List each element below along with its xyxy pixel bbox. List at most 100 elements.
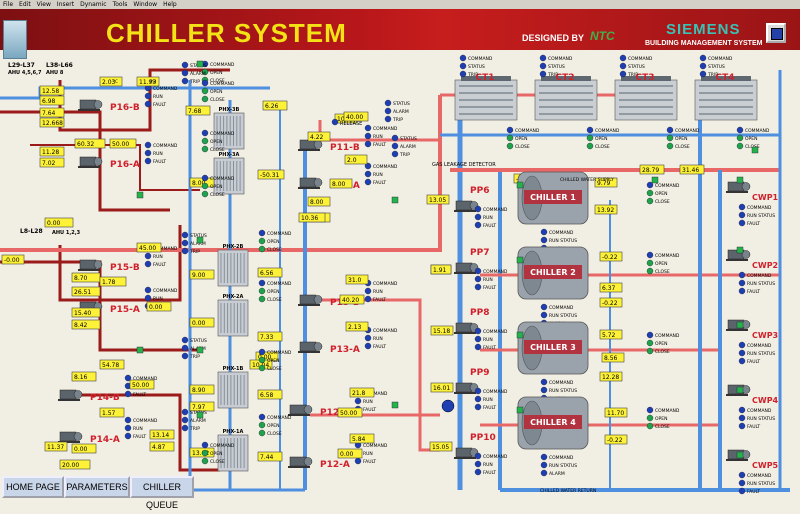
status-indicator: [201, 182, 209, 190]
status-label: RUN STATUS: [747, 416, 775, 422]
pump-base-icon: [78, 269, 100, 271]
value-box: [257, 389, 283, 400]
status-label: FAULT: [483, 345, 496, 351]
value-reading: 40.20: [342, 297, 359, 304]
status-label: CLOSE: [515, 144, 530, 150]
pump-icon: [59, 389, 77, 400]
value-reading: 7.44: [260, 454, 274, 461]
status-label: FAULT: [373, 180, 386, 186]
status-label: COMMAND: [483, 269, 508, 275]
green-status-square: [136, 191, 144, 199]
status-indicator: [258, 279, 266, 287]
status-label: STATUS: [190, 338, 207, 344]
status-indicator: [666, 134, 674, 142]
area-label: L8-L28: [20, 228, 43, 235]
value-box: [189, 269, 215, 280]
pump-base-icon: [58, 399, 80, 401]
status-label: COMMAND: [549, 455, 574, 461]
status-label: COMMAND: [747, 473, 772, 479]
parameters-button[interactable]: PARAMETERS: [64, 476, 130, 498]
value-box: [599, 329, 623, 340]
menu-tools[interactable]: Tools: [112, 1, 128, 8]
menu-view[interactable]: View: [36, 1, 51, 8]
chw-return-label: CHILLED WATER RETURN: [540, 488, 596, 494]
menu-window[interactable]: Window: [133, 1, 158, 8]
menu-file[interactable]: File: [3, 1, 14, 8]
graphic-toggle-button[interactable]: [766, 23, 786, 43]
value-reading: 21.8: [352, 390, 366, 397]
status-indicator: [364, 124, 372, 132]
pump-motor-icon: [303, 405, 313, 414]
green-status-square: [516, 256, 524, 264]
status-label: COMMAND: [675, 128, 700, 134]
cw-pump-label: CWP3: [752, 331, 778, 340]
status-indicator: [181, 239, 189, 247]
status-label: TRIP: [547, 72, 558, 78]
pump-motor-icon: [93, 260, 103, 269]
status-label: COMMAND: [133, 418, 158, 424]
menu-help[interactable]: Help: [163, 1, 177, 8]
status-indicator: [181, 247, 189, 255]
status-indicator: [124, 416, 132, 424]
status-label: OPEN: [267, 358, 279, 364]
value-reading: 8.00: [332, 181, 346, 188]
status-label: COMMAND: [548, 56, 573, 62]
status-label: COMMAND: [153, 143, 178, 149]
menu-dynamic[interactable]: Dynamic: [80, 1, 107, 8]
menu-insert[interactable]: Insert: [56, 1, 75, 8]
menu-edit[interactable]: Edit: [19, 1, 31, 8]
pump-base-icon: [454, 272, 476, 274]
tower-fan-deck: [541, 76, 591, 81]
value-reading: 8.42: [74, 322, 88, 329]
status-indicator: [474, 327, 482, 335]
value-box: [430, 325, 454, 336]
value-reading: 5.84: [352, 436, 366, 443]
value-box: [44, 441, 68, 452]
home-page-button[interactable]: HOME PAGE: [2, 476, 64, 498]
status-indicator: [738, 479, 746, 487]
value-reading: 8.00: [310, 199, 324, 206]
value-reading: 6.37: [602, 285, 616, 292]
pump-motor-icon: [741, 250, 751, 259]
value-box: [344, 154, 368, 165]
status-indicator: [181, 336, 189, 344]
value-box: [349, 387, 375, 398]
status-indicator: [738, 271, 746, 279]
status-label: CLOSE: [655, 349, 670, 355]
status-indicator: [646, 422, 654, 430]
value-reading: 13.14: [152, 432, 169, 439]
status-label: OPEN: [210, 89, 222, 95]
status-label: TRIP: [189, 426, 200, 432]
status-label: RUN STATUS: [747, 351, 775, 357]
value-box: [99, 276, 127, 287]
status-label: FAULT: [153, 159, 166, 165]
hx-label: PHX-2A: [223, 294, 244, 300]
status-indicator: [646, 331, 654, 339]
pump-icon: [299, 139, 317, 150]
status-label: RUN STATUS: [549, 388, 577, 394]
status-indicator: [258, 229, 266, 237]
value-reading: 31.46: [682, 167, 699, 174]
pump-icon: [79, 156, 97, 167]
unit-label: °C: [113, 79, 118, 84]
status-label: FAULT: [153, 102, 166, 108]
status-indicator: [201, 190, 209, 198]
pump-icon: [289, 404, 307, 415]
header-banner: CHILLER SYSTEM DESIGNED BY NTC SIEMENS B…: [0, 9, 800, 59]
status-indicator: [539, 54, 547, 62]
pump-motor-icon: [73, 432, 83, 441]
value-reading: 8.56: [604, 355, 618, 362]
status-indicator: [540, 236, 548, 244]
value-reading: 13.05: [429, 197, 446, 204]
value-reading: 11.28: [42, 149, 59, 156]
status-label: COMMAND: [549, 380, 574, 386]
status-label: COMMAND: [373, 328, 398, 334]
value-reading: 20.00: [62, 462, 79, 469]
status-indicator: [646, 197, 654, 205]
primary-pump-icon: [455, 382, 473, 393]
status-indicator: [738, 219, 746, 227]
cw-pump-label: CWP2: [752, 261, 778, 270]
value-box: [599, 297, 623, 308]
value-box: [71, 307, 101, 318]
chiller-queue-button[interactable]: CHILLER QUEUE: [130, 476, 194, 510]
